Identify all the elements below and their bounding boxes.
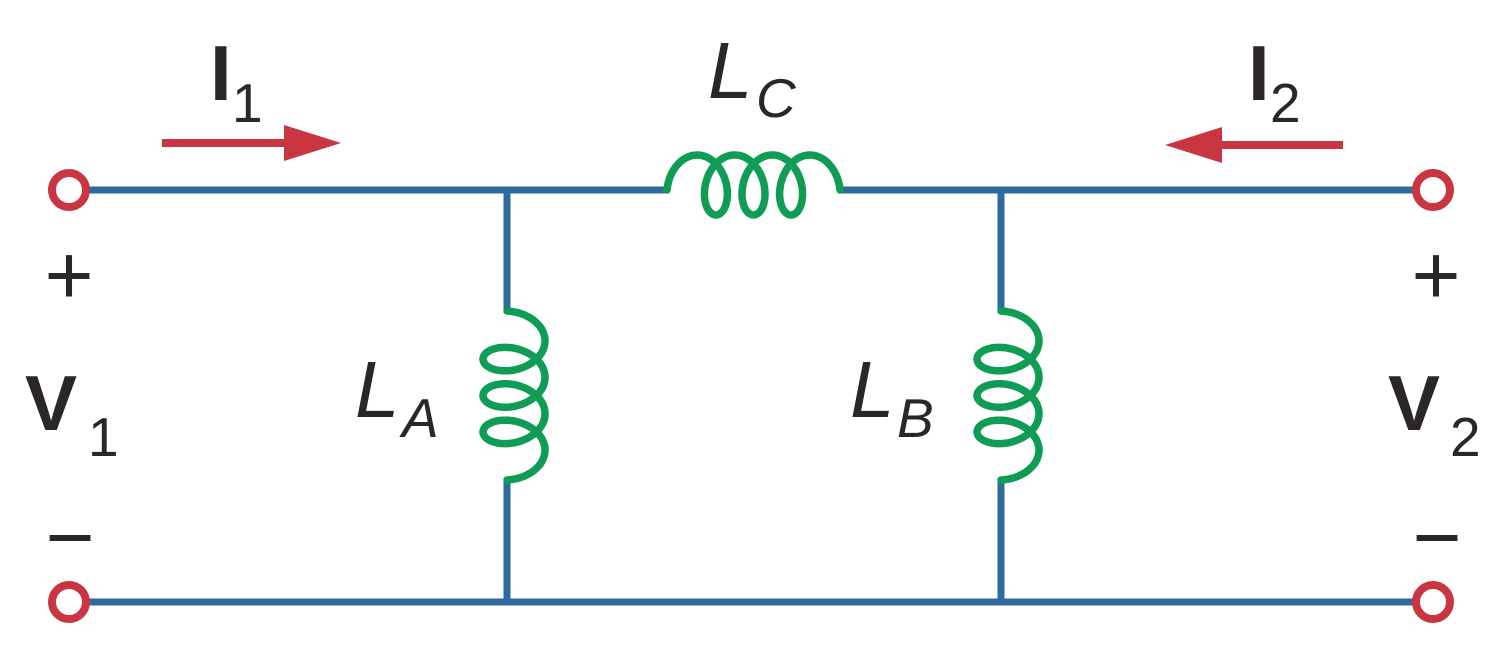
label-v1: V 1 — [25, 359, 119, 468]
label-lc: L C — [708, 26, 797, 129]
v2-subscript: 2 — [1450, 406, 1481, 468]
i1-label: I — [210, 29, 232, 117]
la-label: L — [355, 345, 400, 434]
label-i1: I 1 — [210, 29, 263, 134]
inductor-series-coil — [663, 151, 844, 219]
current-arrow-i1 — [162, 125, 341, 161]
i1-arrow-shaft — [162, 139, 286, 147]
lb-label: L — [850, 345, 895, 434]
polarity-minus-right: − — [1412, 490, 1461, 584]
polarity-marks: + − + − — [44, 228, 1461, 584]
terminal-top-right — [1412, 169, 1454, 211]
inductor-shunt-left-coil — [479, 307, 549, 484]
label-v2: V 2 — [1388, 359, 1481, 468]
v1-subscript: 1 — [88, 406, 119, 468]
i2-arrow-head — [1165, 127, 1222, 163]
terminal-bottom-left — [48, 581, 90, 623]
label-lb: L B — [850, 345, 934, 449]
terminals — [48, 169, 1454, 623]
wires — [89, 186, 1413, 606]
polarity-plus-left: + — [44, 228, 93, 322]
la-subscript: A — [399, 387, 439, 449]
current-arrow-i2 — [1165, 127, 1343, 163]
i1-arrow-head — [284, 125, 341, 161]
polarity-plus-right: + — [1411, 228, 1460, 322]
polarity-minus-left: − — [45, 490, 94, 584]
lc-label: L — [708, 26, 753, 115]
terminal-bottom-right — [1412, 581, 1454, 623]
inductors — [479, 151, 1043, 484]
lb-subscript: B — [897, 387, 934, 449]
i2-label: I — [1248, 29, 1270, 117]
v1-label: V — [25, 359, 77, 447]
v2-label: V — [1388, 359, 1440, 447]
i1-subscript: 1 — [232, 72, 263, 134]
label-la: L A — [355, 345, 439, 449]
terminal-top-left — [48, 169, 90, 211]
i2-subscript: 2 — [1270, 72, 1301, 134]
label-i2: I 2 — [1248, 29, 1301, 134]
i2-arrow-shaft — [1220, 141, 1343, 149]
lc-subscript: C — [756, 67, 797, 129]
inductor-shunt-right-coil — [973, 307, 1043, 484]
